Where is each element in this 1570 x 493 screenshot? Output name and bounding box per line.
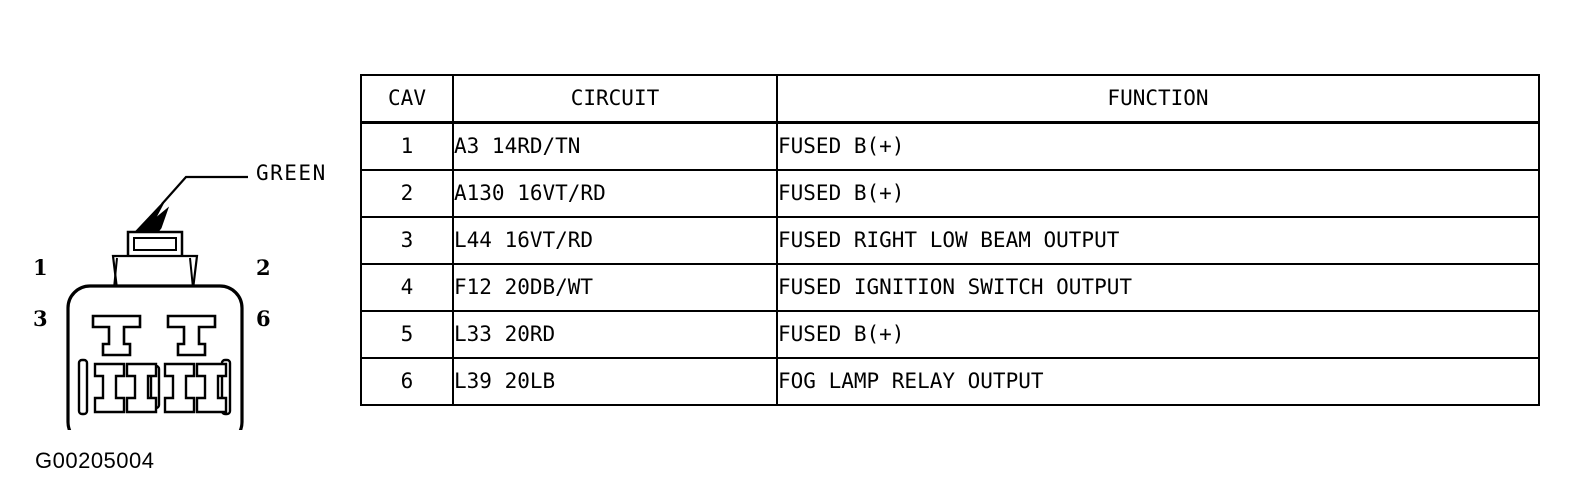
column-header-circuit: CIRCUIT — [452, 74, 778, 124]
connector-neck — [111, 254, 199, 291]
cell-circuit: L39 20LB — [452, 357, 778, 406]
cell-cav: 4 — [360, 263, 454, 312]
connector-cavity-label-1: 1 — [33, 255, 48, 280]
cell-function: FUSED RIGHT LOW BEAM OUTPUT — [776, 216, 1540, 265]
connector-drawing — [66, 175, 248, 430]
cell-circuit: F12 20DB/WT — [452, 263, 778, 312]
column-header-function: FUNCTION — [776, 74, 1540, 124]
terminal-cavity-small-4 — [195, 362, 228, 414]
connector-cavity-label-2: 2 — [256, 255, 271, 280]
cell-circuit: L44 16VT/RD — [452, 216, 778, 265]
locking-tab — [126, 230, 184, 259]
column-header-cav: CAV — [360, 74, 454, 124]
cell-function: FUSED IGNITION SWITCH OUTPUT — [776, 263, 1540, 312]
connector-cavity-label-3: 3 — [33, 306, 48, 331]
cell-function: FUSED B(+) — [776, 121, 1540, 171]
cell-function: FUSED B(+) — [776, 310, 1540, 359]
table-header-row: CAV CIRCUIT FUNCTION — [360, 74, 1540, 124]
cell-cav: 2 — [360, 169, 454, 218]
connector-cavity-label-6: 6 — [256, 306, 271, 331]
cell-circuit: L33 20RD — [452, 310, 778, 359]
terminal-cavity-small-3 — [163, 362, 196, 414]
cell-circuit: A130 16VT/RD — [452, 169, 778, 218]
alignment-slot-left — [77, 358, 89, 416]
cell-cav: 3 — [360, 216, 454, 265]
cell-circuit: A3 14RD/TN — [452, 121, 778, 171]
cell-function: FUSED B(+) — [776, 169, 1540, 218]
terminal-cavity-large-left — [91, 314, 142, 357]
cell-function: FOG LAMP RELAY OUTPUT — [776, 357, 1540, 406]
cell-cav: 6 — [360, 357, 454, 406]
terminal-cavity-large-right — [166, 314, 217, 357]
connector-figure: GREEN 1 3 2 6 G00205004 — [0, 60, 360, 473]
connector-color-label: GREEN — [256, 161, 327, 185]
terminal-cavity-small-2 — [125, 362, 158, 414]
cell-cav: 5 — [360, 310, 454, 359]
cell-cav: 1 — [360, 121, 454, 171]
pinout-table-head: CAV CIRCUIT FUNCTION — [360, 74, 1540, 124]
terminal-cavity-small-1 — [93, 362, 126, 414]
figure-caption: G00205004 — [35, 448, 155, 473]
